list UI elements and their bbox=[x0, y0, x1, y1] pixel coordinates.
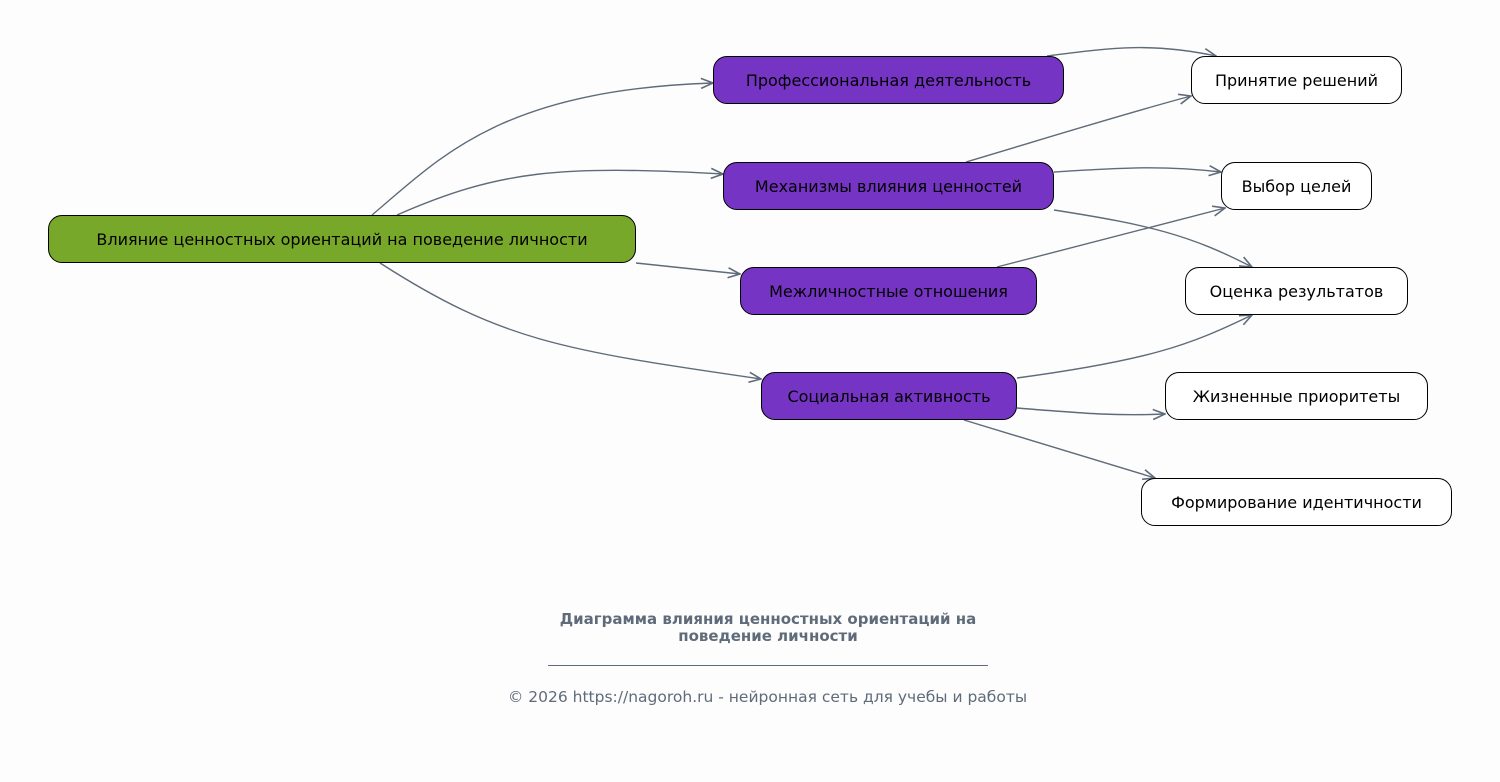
diagram-title-line1: Диаграмма влияния ценностных ориентаций … bbox=[559, 610, 977, 628]
diagram-title-line2: поведение личности bbox=[678, 627, 858, 645]
divider bbox=[548, 665, 988, 666]
edge-root-professional bbox=[371, 83, 713, 216]
diagram-title: Диаграмма влияния ценностных ориентаций … bbox=[450, 611, 1086, 645]
node-social[interactable]: Социальная активность bbox=[761, 372, 1017, 420]
edge-mechanisms-goals bbox=[1053, 168, 1221, 172]
node-evaluation[interactable]: Оценка результатов bbox=[1185, 267, 1408, 315]
node-identity[interactable]: Формирование идентичности bbox=[1141, 478, 1452, 526]
node-root[interactable]: Влияние ценностных ориентаций на поведен… bbox=[48, 215, 636, 263]
footer-copyright: © 2026 https://nagoroh.ru - нейронная се… bbox=[507, 688, 1028, 706]
edge-root-mechanisms bbox=[396, 170, 723, 216]
edge-interpersonal-goals bbox=[996, 208, 1225, 268]
node-professional[interactable]: Профессиональная деятельность bbox=[713, 56, 1064, 104]
edge-mechanisms-evaluation bbox=[1053, 209, 1252, 267]
edge-root-social bbox=[379, 262, 761, 379]
edge-root-interpersonal bbox=[635, 262, 740, 274]
edge-social-identity bbox=[963, 419, 1155, 478]
edge-professional-decisions bbox=[1046, 46, 1216, 56]
node-interpersonal[interactable]: Межличностные отношения bbox=[740, 267, 1037, 315]
edge-social-evaluation bbox=[1016, 315, 1252, 379]
node-goals[interactable]: Выбор целей bbox=[1221, 162, 1372, 210]
edge-mechanisms-decisions bbox=[965, 96, 1191, 163]
node-decisions[interactable]: Принятие решений bbox=[1191, 56, 1402, 104]
edge-social-priorities bbox=[1016, 407, 1165, 415]
node-priorities[interactable]: Жизненные приоритеты bbox=[1165, 372, 1428, 420]
node-mechanisms[interactable]: Механизмы влияния ценностей bbox=[723, 162, 1054, 210]
